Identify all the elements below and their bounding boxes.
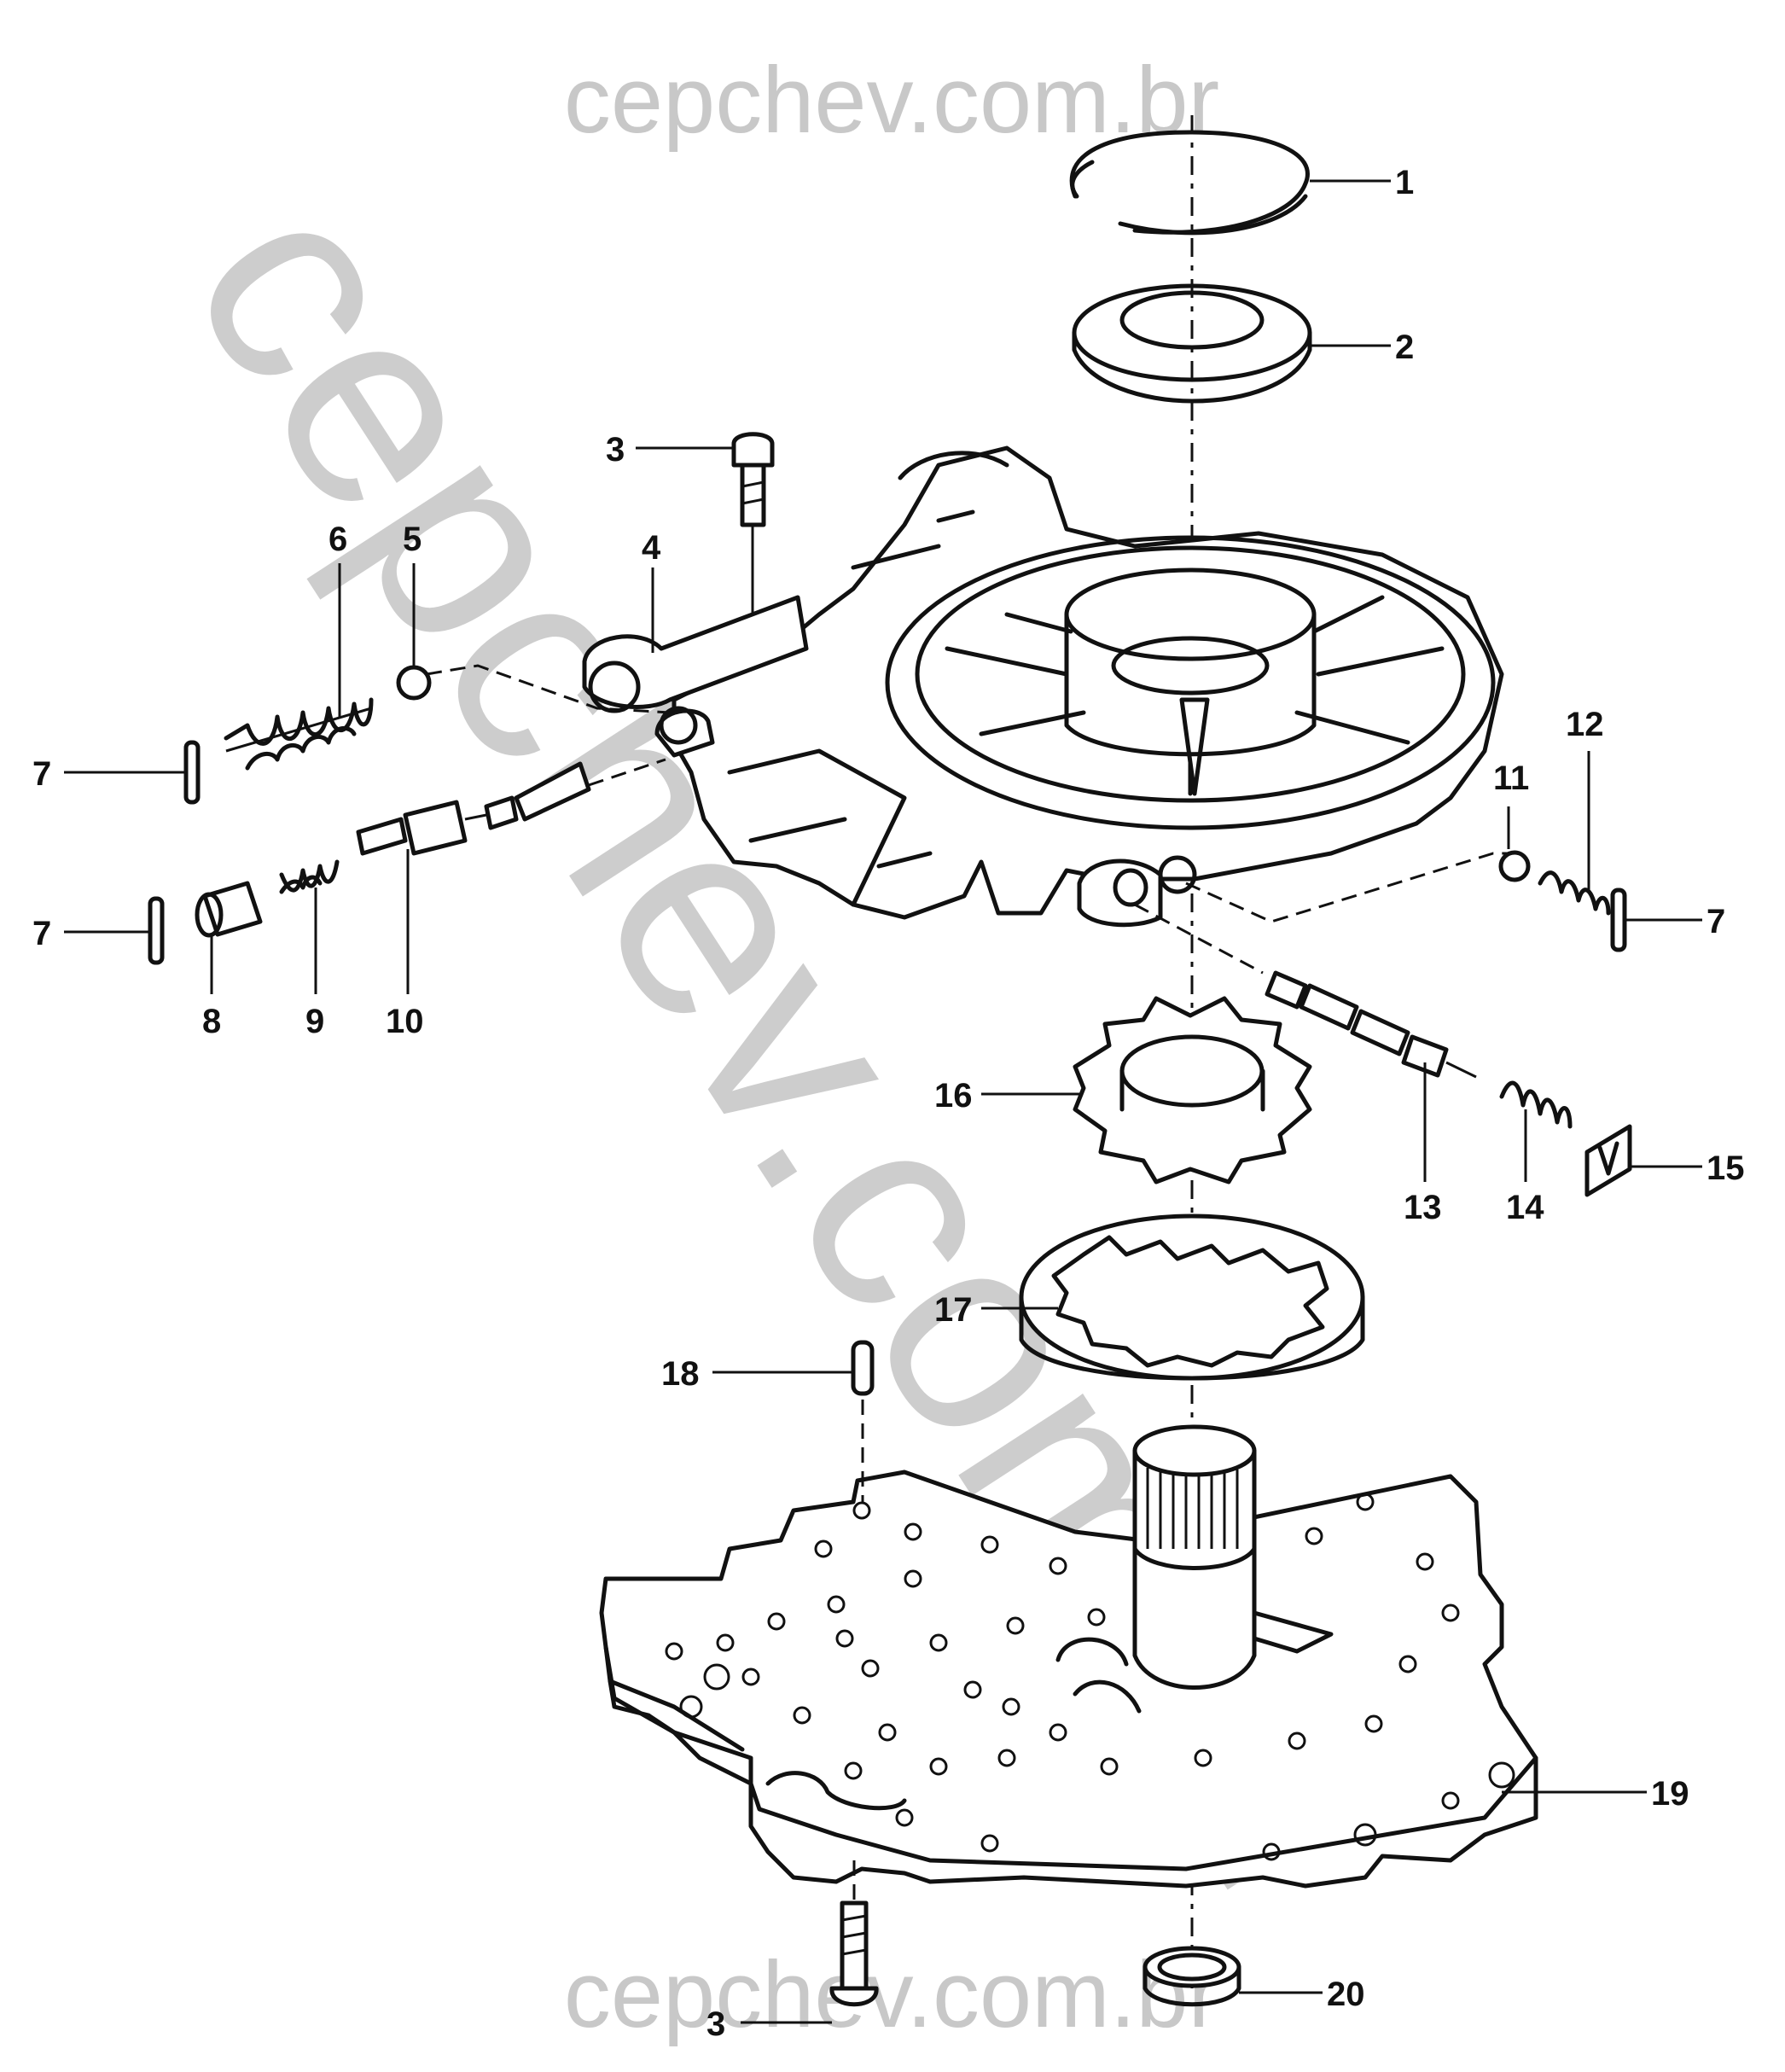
callout-labels: 1 2 3 4 5 6 7 7 7 8 9 10 11 12 13 14 15 …	[32, 164, 1745, 2043]
callout-14: 14	[1506, 1189, 1544, 1226]
callout-20: 20	[1327, 1976, 1365, 2013]
part-1-snap-ring	[1069, 130, 1310, 236]
callout-1: 1	[1395, 164, 1414, 201]
alignment-lines	[426, 664, 1515, 1903]
part-9-spring	[279, 859, 340, 894]
part-13-valve	[1265, 970, 1477, 1079]
callout-4: 4	[642, 529, 661, 567]
part-12-spring	[1538, 870, 1611, 916]
callout-3-bottom: 3	[706, 2005, 725, 2043]
part-6-spring	[224, 697, 374, 771]
part-19-pump-cover	[599, 1424, 1538, 1889]
part-7-pin-lower-left	[148, 896, 165, 965]
callout-16: 16	[934, 1077, 973, 1115]
watermark-bottom: cepchev.com.br	[564, 1942, 1219, 2047]
callout-12: 12	[1566, 706, 1604, 743]
callout-7-lower-left: 7	[32, 915, 51, 952]
callout-7-upper-left: 7	[32, 755, 51, 793]
part-5-ball	[396, 665, 432, 701]
part-11-ball	[1498, 850, 1531, 882]
part-20-seal-ring	[1143, 1946, 1241, 2007]
part-7-pin-right	[1610, 888, 1627, 952]
callout-3-top: 3	[606, 431, 625, 469]
part-3-bolt-bottom	[829, 1900, 879, 2007]
leader-lines	[64, 179, 1702, 2024]
callout-19: 19	[1651, 1775, 1689, 1813]
watermark-top: cepchev.com.br	[564, 48, 1219, 153]
callout-15: 15	[1707, 1149, 1745, 1187]
callout-7-right: 7	[1707, 903, 1725, 940]
callout-5: 5	[403, 521, 422, 558]
callout-9: 9	[305, 1003, 324, 1040]
part-2-seal	[1072, 283, 1312, 404]
part-4-pump-body	[582, 445, 1504, 928]
part-8-sleeve	[195, 881, 263, 938]
part-18-dowel-pin	[851, 1340, 875, 1396]
part-14-spring	[1499, 1080, 1573, 1129]
part-17-outer-gear	[1019, 1214, 1365, 1381]
callout-13: 13	[1404, 1189, 1442, 1226]
callout-17: 17	[934, 1291, 973, 1329]
part-10-valve	[356, 761, 591, 856]
callout-6: 6	[329, 521, 347, 558]
callout-11: 11	[1493, 760, 1529, 797]
callout-2: 2	[1395, 329, 1414, 366]
part-15-retainer	[1584, 1124, 1632, 1197]
part-7-pin-upper-left	[183, 740, 201, 805]
callout-18: 18	[661, 1355, 700, 1393]
callout-10: 10	[386, 1003, 424, 1040]
part-16-inner-gear	[1073, 996, 1312, 1184]
callout-8: 8	[202, 1003, 221, 1040]
